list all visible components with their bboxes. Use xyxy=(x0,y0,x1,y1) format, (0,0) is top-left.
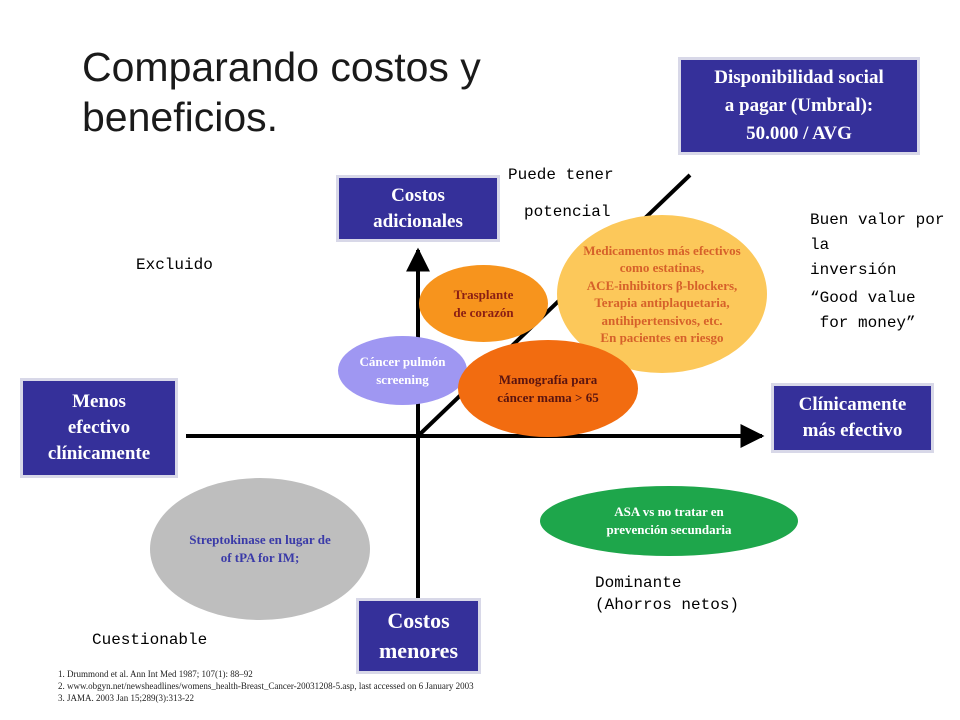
page-title: Comparando costos y beneficios. xyxy=(82,44,481,140)
cuestionable-label: Cuestionable xyxy=(92,631,208,649)
reference-item: 3. JAMA. 2003 Jan 15;289(3):313-22 xyxy=(58,693,194,703)
oval-medicamentos: Medicamentos más efectivos como estatina… xyxy=(557,215,767,373)
reference-item: 2. www.obgyn.net/newsheadlines/womens_he… xyxy=(58,681,474,691)
oval-asa: ASA vs no tratar en prevención secundari… xyxy=(540,486,798,556)
costos-adicionales-box: Costos adicionales xyxy=(336,175,500,242)
oval-trasplante: Trasplante de corazón xyxy=(419,265,548,342)
oval-streptokinase: Streptokinase en lugar de of tPA for IM; xyxy=(150,478,370,620)
references: 1. Drummond et al. Ann Int Med 1987; 107… xyxy=(58,668,474,704)
excluido-label: Excluido xyxy=(136,256,213,274)
dominante-label: Dominante (Ahorros netos) xyxy=(595,574,740,614)
costos-menores-box: Costos menores xyxy=(356,598,481,674)
oval-mamografia: Mamografía para cáncer mama > 65 xyxy=(458,340,638,437)
threshold-box: Disponibilidad social a pagar (Umbral): … xyxy=(678,57,920,155)
oval-cancer-pulmon: Cáncer pulmón screening xyxy=(338,336,467,405)
menos-efectivo-box: Menos efectivo clínicamente xyxy=(20,378,178,478)
mas-efectivo-box: Clínicamente más efectivo xyxy=(771,383,934,453)
puede-tener-label: Puede tener xyxy=(508,166,614,184)
reference-item: 1. Drummond et al. Ann Int Med 1987; 107… xyxy=(58,669,253,679)
potencial-label: potencial xyxy=(524,203,611,221)
buen-valor-label: Buen valor por la inversión “Good value … xyxy=(810,211,945,332)
